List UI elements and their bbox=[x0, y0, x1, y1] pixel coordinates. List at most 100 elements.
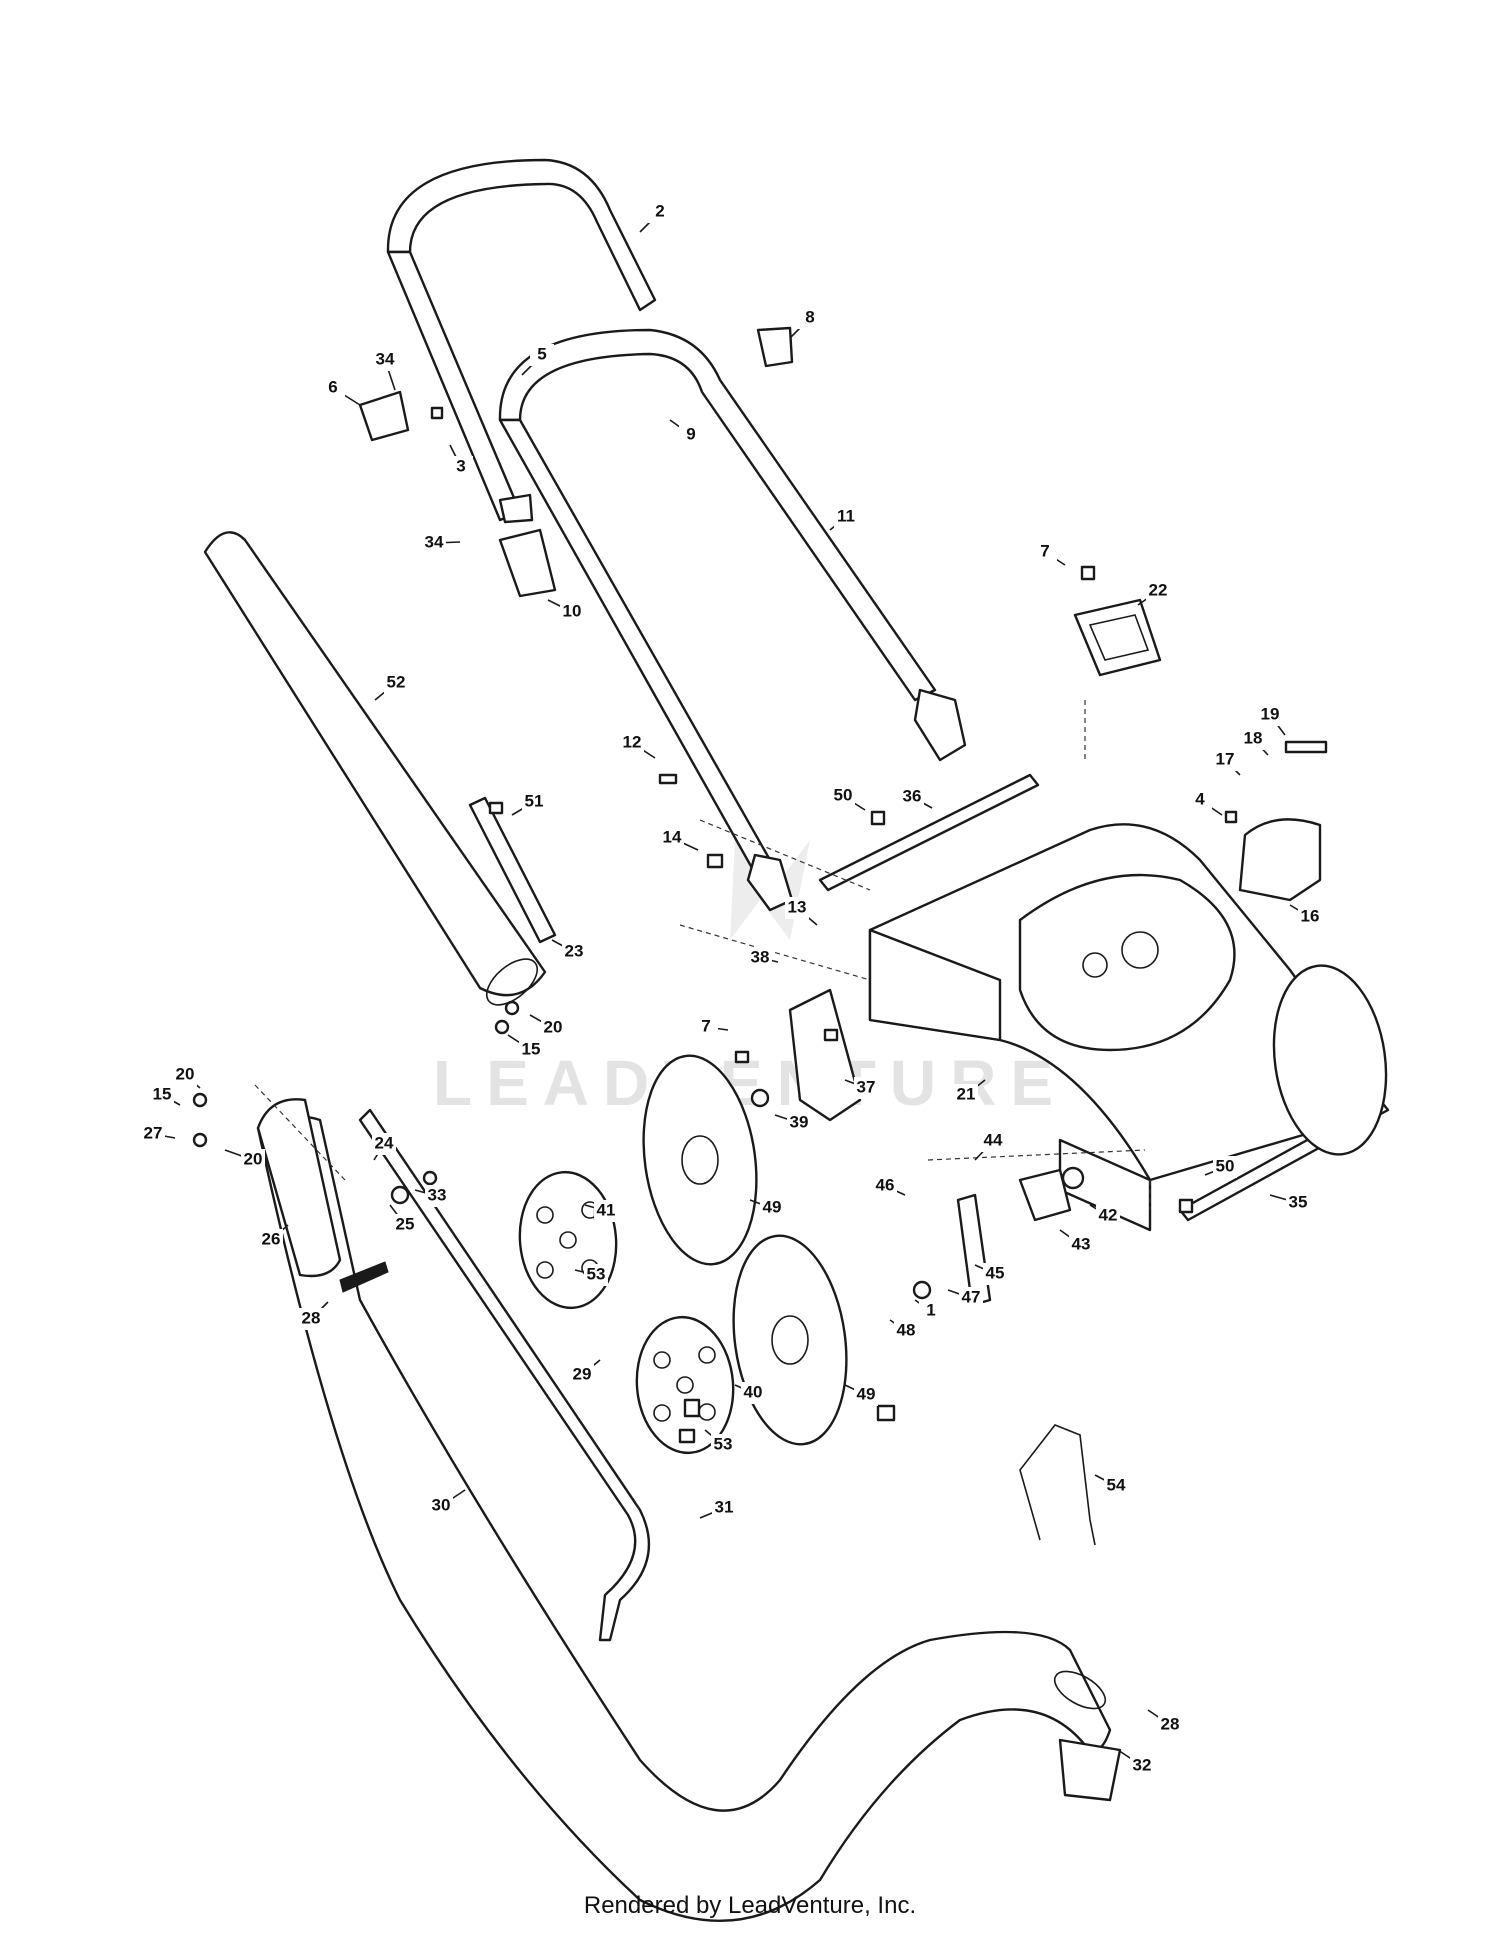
callout-background bbox=[373, 349, 397, 371]
callout-27: 27 bbox=[144, 1123, 163, 1142]
callout-15: 15 bbox=[522, 1039, 541, 1058]
callout-1: 1 bbox=[926, 1300, 935, 1319]
lever-45 bbox=[956, 1193, 992, 1307]
callout-36: 36 bbox=[903, 786, 922, 805]
callout-19: 19 bbox=[1261, 704, 1280, 723]
callout-background bbox=[1033, 541, 1057, 563]
lower-handle bbox=[498, 328, 967, 912]
callout-38: 38 bbox=[751, 947, 770, 966]
callout-20: 20 bbox=[244, 1149, 263, 1168]
callout-background bbox=[834, 506, 858, 528]
callout-background bbox=[981, 1130, 1005, 1152]
callout-7: 7 bbox=[701, 1016, 710, 1035]
hose-clamp-28-upper bbox=[339, 1261, 389, 1293]
callout-7: 7 bbox=[1040, 541, 1049, 560]
footer-credit: Rendered by LeadVenture, Inc. bbox=[583, 1892, 917, 1919]
callout-26: 26 bbox=[262, 1229, 281, 1248]
axle-bracket-43 bbox=[1018, 1168, 1072, 1222]
callout-background bbox=[141, 1123, 165, 1145]
callout-28: 28 bbox=[1161, 1714, 1180, 1733]
callout-background bbox=[1258, 704, 1282, 726]
height-adjuster-37 bbox=[788, 988, 862, 1122]
callout-background bbox=[660, 827, 684, 849]
mount-plate-10 bbox=[498, 528, 557, 598]
deck-housing bbox=[868, 823, 1322, 1232]
bracket-23 bbox=[468, 796, 557, 944]
wheel-49-lower bbox=[732, 1234, 848, 1446]
callout-background bbox=[1130, 1755, 1154, 1777]
callout-4: 4 bbox=[1195, 789, 1205, 808]
callout-22: 22 bbox=[1149, 580, 1168, 599]
callout-background bbox=[712, 1497, 736, 1519]
callout-20: 20 bbox=[176, 1064, 195, 1083]
callout-34: 34 bbox=[376, 349, 395, 368]
callout-background bbox=[1146, 580, 1170, 602]
callout-background bbox=[760, 1197, 784, 1219]
callout-8: 8 bbox=[805, 307, 814, 326]
callout-background bbox=[150, 1084, 174, 1106]
callout-17: 17 bbox=[1216, 749, 1235, 768]
wheel-rear-right bbox=[1272, 964, 1388, 1156]
knob-handle bbox=[498, 493, 534, 524]
callout-background bbox=[919, 1300, 943, 1322]
callout-background bbox=[241, 1149, 265, 1171]
callout-background bbox=[1158, 1714, 1182, 1736]
callout-background bbox=[959, 1287, 983, 1309]
callout-background bbox=[522, 791, 546, 813]
callout-background bbox=[530, 344, 554, 366]
callout-background bbox=[854, 1384, 878, 1406]
wheel-49-upper bbox=[642, 1054, 758, 1266]
chute-tube bbox=[203, 531, 547, 1006]
callout-background bbox=[787, 1112, 811, 1134]
callout-16: 16 bbox=[1301, 906, 1320, 925]
callout-background bbox=[584, 1264, 608, 1286]
callout-background bbox=[1241, 728, 1265, 750]
callout-54: 54 bbox=[1107, 1475, 1126, 1494]
callout-35: 35 bbox=[1289, 1192, 1308, 1211]
callout-25: 25 bbox=[396, 1214, 415, 1233]
callout-background bbox=[1069, 1234, 1093, 1256]
callout-39: 39 bbox=[790, 1112, 809, 1131]
callout-10: 10 bbox=[563, 601, 582, 620]
hose-cuff-26 bbox=[256, 1098, 342, 1278]
callout-background bbox=[620, 732, 644, 754]
callout-background bbox=[429, 1495, 453, 1517]
callout-background bbox=[393, 1214, 417, 1236]
axle-bar-36 bbox=[818, 773, 1040, 892]
hubcap-53-lower bbox=[635, 1315, 735, 1455]
wire-54 bbox=[1019, 1424, 1096, 1546]
callout-9: 9 bbox=[686, 424, 695, 443]
callout-50: 50 bbox=[1216, 1156, 1235, 1175]
callout-background bbox=[748, 947, 772, 969]
mount-plate-6 bbox=[358, 390, 410, 442]
callout-44: 44 bbox=[984, 1130, 1003, 1149]
small-hardware bbox=[192, 406, 1328, 1444]
callout-52: 52 bbox=[387, 672, 406, 691]
hose-clamp-28 bbox=[1053, 1670, 1107, 1710]
callout-background bbox=[711, 1434, 735, 1456]
callout-41: 41 bbox=[597, 1200, 616, 1219]
callout-background bbox=[173, 1064, 197, 1086]
callout-background bbox=[321, 377, 345, 399]
callout-background bbox=[1298, 906, 1322, 928]
callout-14: 14 bbox=[663, 827, 682, 846]
callout-background bbox=[422, 532, 446, 554]
callout-45: 45 bbox=[986, 1263, 1005, 1282]
callout-30: 30 bbox=[432, 1495, 451, 1514]
deck-inlet-16 bbox=[1238, 818, 1322, 902]
callout-background bbox=[594, 1200, 618, 1222]
callout-background bbox=[831, 785, 855, 807]
callout-24: 24 bbox=[375, 1133, 394, 1152]
callout-50: 50 bbox=[834, 785, 853, 804]
callout-background bbox=[519, 1039, 543, 1061]
callout-background bbox=[785, 897, 809, 919]
callout-background bbox=[560, 601, 584, 623]
callout-23: 23 bbox=[565, 941, 584, 960]
callout-11: 11 bbox=[837, 506, 855, 525]
callout-53: 53 bbox=[587, 1264, 606, 1283]
callout-3: 3 bbox=[456, 456, 465, 475]
callout-background bbox=[299, 1308, 323, 1330]
callout-42: 42 bbox=[1099, 1205, 1118, 1224]
callout-31: 31 bbox=[715, 1497, 734, 1516]
callout-5: 5 bbox=[537, 344, 546, 363]
